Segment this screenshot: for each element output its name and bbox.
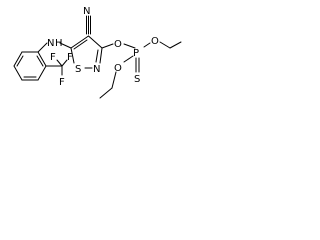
chemical-structure-diagram: N N H S N O P O O S F F F: [13, 6, 182, 99]
atom-label-f-lower: F: [59, 77, 65, 88]
atom-label-f-upper-left: F: [50, 52, 56, 63]
atom-labels: N N H S N O P O O S F F F: [47, 6, 159, 88]
bond-o-ethyl-upper-1: [159, 41, 171, 49]
bond-ar-2: [13, 51, 23, 67]
atom-label-ring-n: N: [93, 64, 100, 75]
bond-c-f-upper-left: [56, 59, 63, 67]
bond-c-f-upper-right: [61, 59, 68, 67]
bond-o-p: [123, 43, 136, 49]
bond-ar-2-inner: [16, 55, 24, 67]
bond-o-ethyl-upper-2: [169, 41, 182, 49]
atom-label-o-ethoxy-lower: O: [114, 63, 122, 74]
atom-label-ring-s: S: [75, 64, 81, 75]
bond-ar-6-inner: [36, 55, 44, 67]
bond-o-ethyl-lower-2: [99, 87, 113, 99]
bond-c5-nh: [59, 42, 72, 49]
bond-c5-s: [70, 47, 75, 64]
atom-label-link-o: O: [114, 39, 122, 50]
atom-label-amine-h: H: [55, 38, 63, 49]
atom-label-amine-n: N: [47, 38, 54, 49]
bond-c3-o: [101, 43, 114, 49]
bond-ar-5: [37, 65, 47, 81]
bond-ar-3: [13, 65, 23, 81]
atom-label-p: P: [133, 48, 139, 59]
bond-c4-c3: [88, 35, 103, 49]
atom-label-f-upper-right: F: [67, 52, 73, 63]
bond-nh-aryl: [37, 42, 48, 53]
bond-n-c3-inner: [95, 49, 99, 63]
bond-ar-6: [37, 51, 47, 67]
bond-n-c3: [99, 47, 103, 64]
bond-p-o-lower: [123, 55, 134, 63]
bond-p-o-upper: [143, 42, 151, 48]
bond-c4-c5-inner: [73, 39, 88, 50]
bond-c4-c5: [70, 35, 89, 49]
bond-lines: [13, 15, 182, 99]
atom-label-nitrile-n: N: [83, 6, 90, 17]
atom-label-o-ethoxy-upper: O: [151, 36, 159, 47]
bond-o-ethyl-lower-1: [111, 71, 117, 89]
atom-label-s-thio: S: [134, 74, 140, 85]
